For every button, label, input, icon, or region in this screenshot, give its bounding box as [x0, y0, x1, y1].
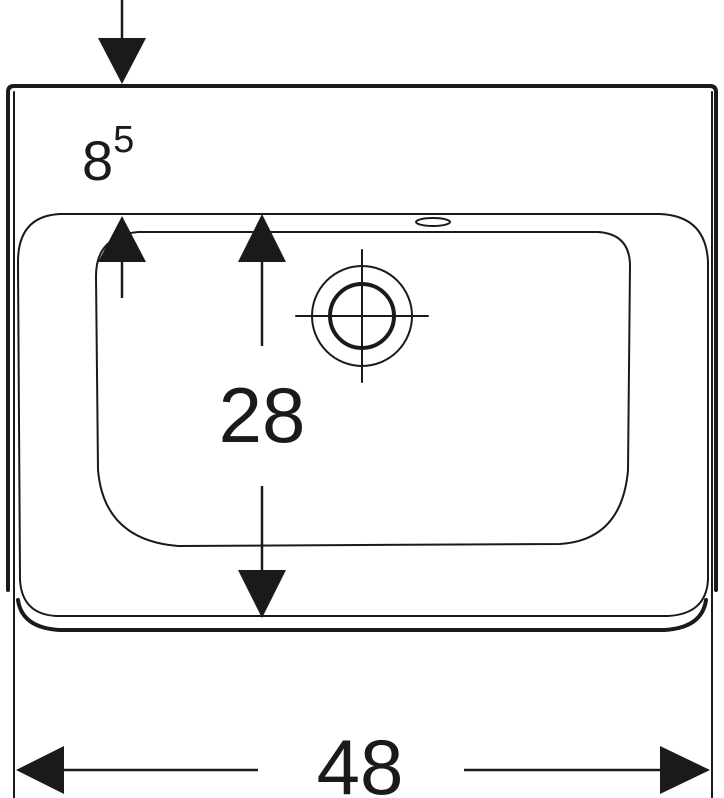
- basin-front-rim: [16, 598, 708, 632]
- tap-hole: [295, 249, 429, 383]
- top-depth-label: 85: [82, 119, 134, 192]
- width-arrow-left: [16, 746, 64, 794]
- width-dimension: 48: [16, 723, 710, 798]
- width-arrow-right: [660, 746, 710, 794]
- bowl-inner-contour: [95, 231, 631, 547]
- top-depth-dimension: 85: [82, 0, 146, 298]
- width-label: 48: [317, 723, 404, 798]
- overflow-slot: [415, 217, 451, 227]
- basin-depth-label: 28: [219, 371, 306, 459]
- top-depth-value: 8: [82, 129, 113, 192]
- basin-depth-arrow-up: [238, 214, 286, 262]
- bowl-outer-contour: [17, 213, 709, 617]
- basin-outer-outline: [6, 84, 718, 592]
- top-depth-arrow-up: [98, 216, 146, 262]
- basin-depth-arrow-down: [238, 570, 286, 618]
- basin-depth-dimension: 28: [219, 214, 306, 618]
- top-depth-superscript: 5: [113, 119, 134, 161]
- top-depth-arrow-down: [98, 38, 146, 84]
